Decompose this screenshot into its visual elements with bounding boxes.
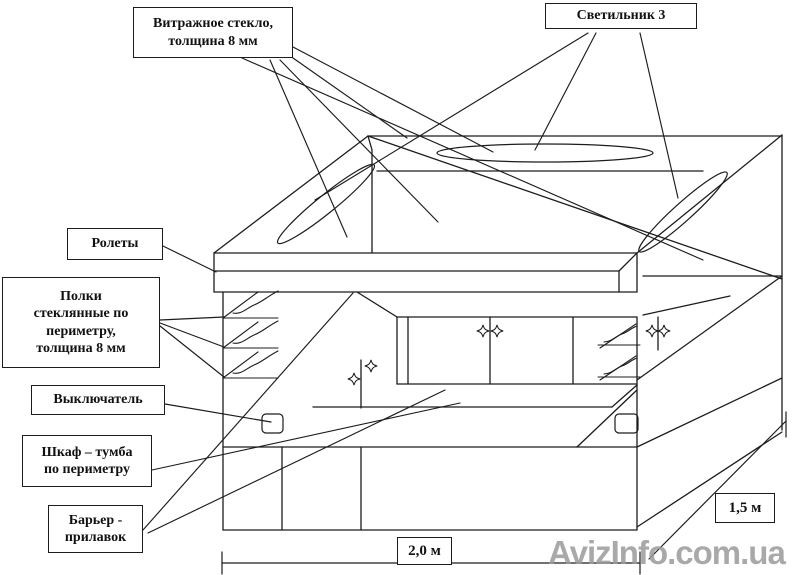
leader-counter bbox=[142, 292, 354, 531]
callout-glass-shelves: Полки стеклянные по периметру, толщина 8… bbox=[2, 277, 160, 368]
right-side-wall bbox=[636, 134, 783, 528]
glass-shelves-left bbox=[222, 290, 279, 379]
leader-shelves bbox=[159, 322, 225, 348]
handle-star-icon bbox=[364, 359, 378, 373]
lamp-left bbox=[276, 163, 376, 245]
callout-switch: Выключатель bbox=[31, 385, 165, 415]
glass-shelves-right bbox=[597, 323, 641, 381]
leader-shelves bbox=[159, 316, 225, 321]
vitrine-roof bbox=[213, 134, 783, 280]
cabinet-doors bbox=[360, 295, 731, 409]
leader-shutters bbox=[162, 245, 217, 273]
lamp-right bbox=[638, 171, 728, 253]
dimension-depth-label: 1,5 м bbox=[715, 493, 775, 523]
lamp-ellipses bbox=[276, 143, 728, 253]
callout-cabinet: Шкаф – тумба по периметру bbox=[22, 435, 152, 487]
leader-vitrage bbox=[241, 57, 704, 261]
leader-cabinet bbox=[151, 402, 461, 471]
switch-icon bbox=[614, 413, 639, 434]
leader-lamp bbox=[314, 32, 589, 201]
leader-vitrage bbox=[269, 59, 348, 238]
dimension-depth-line bbox=[648, 420, 787, 560]
leader-shelves bbox=[159, 325, 225, 378]
leader-counter bbox=[147, 389, 446, 534]
switch-icon bbox=[261, 413, 284, 434]
leader-vitrage bbox=[292, 57, 408, 139]
leader-lamp bbox=[534, 32, 597, 151]
kiosk-body bbox=[222, 291, 638, 531]
lamp-back bbox=[436, 143, 654, 163]
site-watermark: AvizInfo.com.ua bbox=[548, 534, 786, 571]
leader-switch bbox=[164, 403, 272, 423]
leader-lamp bbox=[639, 32, 679, 199]
handle-star-icon bbox=[476, 324, 490, 338]
leader-vitrage bbox=[292, 46, 494, 153]
handle-star-icon bbox=[657, 324, 671, 338]
callout-roller-shutters: Ролеты bbox=[67, 228, 163, 260]
door-handle-icons bbox=[347, 324, 671, 386]
callout-barrier-counter: Барьер - прилавок bbox=[48, 505, 143, 553]
handle-star-icon bbox=[347, 372, 361, 386]
shutter-band bbox=[213, 252, 638, 293]
callout-vitrage-glass: Витражное стекло, толщина 8 мм bbox=[133, 7, 293, 58]
switch-icons bbox=[261, 413, 639, 434]
handle-star-icon bbox=[645, 324, 659, 338]
leader-lines bbox=[142, 32, 704, 534]
leader-vitrage bbox=[279, 59, 439, 223]
dimension-width-label: 2,0 м bbox=[397, 537, 452, 565]
callout-lamp: Светильник 3 bbox=[545, 3, 697, 29]
handle-star-icon bbox=[490, 324, 504, 338]
